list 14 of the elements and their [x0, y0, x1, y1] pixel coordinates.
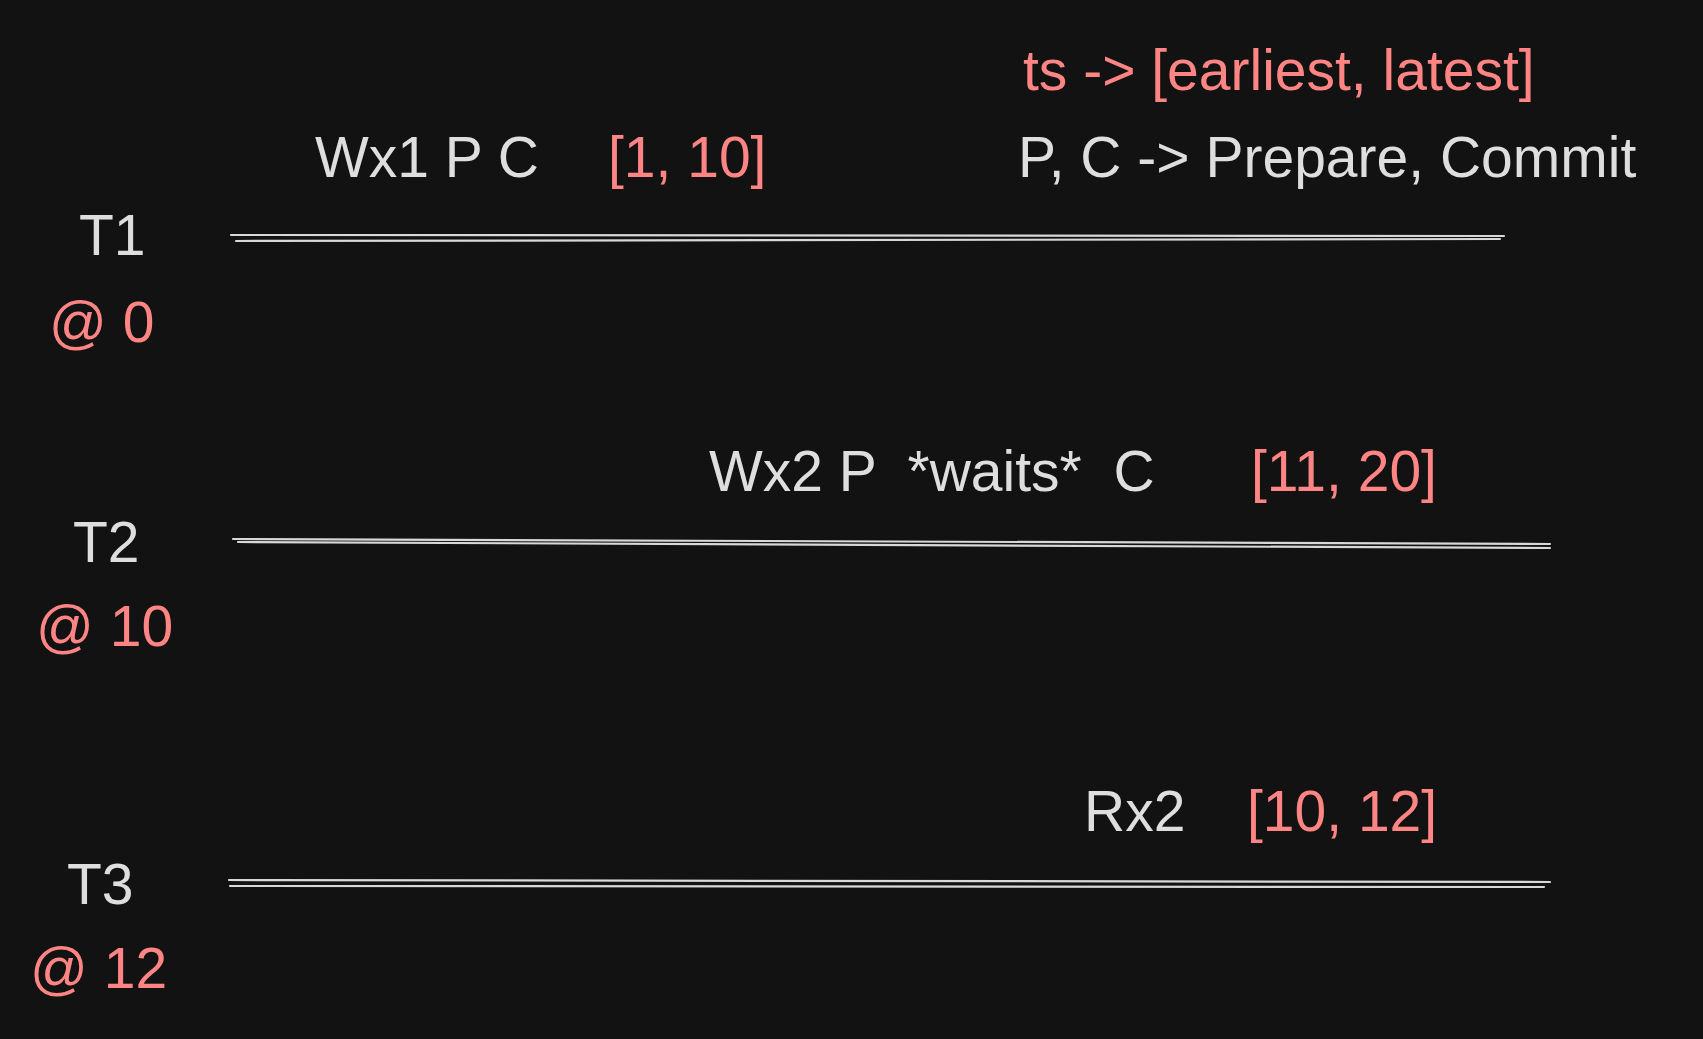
time-interval: [1, 10] — [608, 125, 767, 191]
transaction-label: T3 — [67, 852, 134, 918]
transaction-label: T2 — [73, 510, 140, 576]
operation-label: Wx2 P *waits* C — [709, 439, 1155, 505]
operation-label: Rx2 — [1084, 779, 1186, 845]
notation-note: P, C -> Prepare, Commit — [1018, 125, 1637, 191]
notation-note: ts -> [earliest, latest] — [1023, 38, 1535, 104]
time-interval: [11, 20] — [1251, 439, 1437, 505]
start-time: @ 12 — [30, 936, 168, 1002]
start-time: @ 0 — [49, 290, 155, 356]
time-interval: [10, 12] — [1247, 779, 1438, 845]
operation-label: Wx1 P C — [315, 125, 539, 191]
start-time: @ 10 — [36, 594, 174, 660]
transaction-label: T1 — [79, 203, 146, 269]
